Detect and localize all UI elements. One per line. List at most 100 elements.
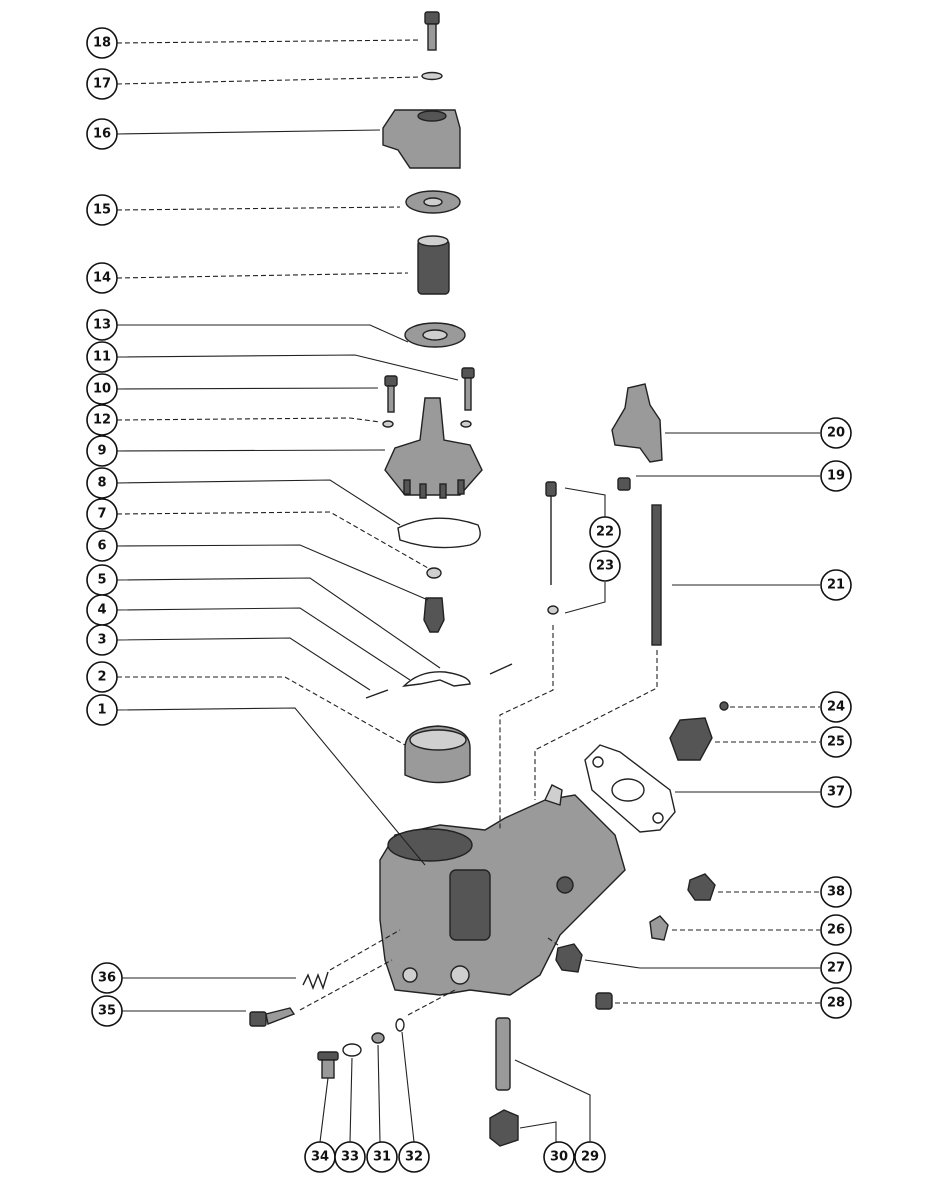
part-35-idle-screw: [249, 1007, 296, 1027]
svg-text:35: 35: [98, 1004, 116, 1019]
svg-text:36: 36: [98, 971, 116, 986]
callout-19: 19: [820, 460, 852, 492]
part-5-pin: [489, 663, 513, 675]
callout-38: 38: [820, 876, 852, 908]
svg-text:4: 4: [97, 603, 106, 618]
part-3-needle: [365, 689, 389, 699]
callout-4: 4: [86, 594, 118, 626]
svg-text:21: 21: [827, 578, 845, 593]
part-37-gasket: [584, 744, 676, 833]
part-7-washer: [426, 567, 442, 579]
svg-text:22: 22: [596, 525, 614, 540]
svg-text:37: 37: [827, 785, 845, 800]
svg-text:17: 17: [93, 77, 111, 92]
svg-text:2: 2: [97, 670, 106, 685]
part-19-screw: [617, 477, 631, 491]
part-28-plug: [595, 992, 613, 1010]
callout-5: 5: [86, 564, 118, 596]
svg-text:19: 19: [827, 469, 845, 484]
callout-29: 29: [574, 1141, 606, 1173]
svg-text:30: 30: [550, 1150, 568, 1165]
svg-text:38: 38: [827, 885, 845, 900]
callout-23: 23: [589, 550, 621, 582]
callout-12: 12: [86, 404, 118, 436]
callout-6: 6: [86, 530, 118, 562]
callout-25: 25: [820, 726, 852, 758]
svg-text:10: 10: [93, 382, 111, 397]
part-17-washer: [421, 71, 443, 81]
svg-text:7: 7: [97, 507, 106, 522]
part-15-gasket: [405, 190, 461, 214]
svg-text:32: 32: [405, 1150, 423, 1165]
part-38-nut: [687, 873, 716, 901]
part-13-gasket: [404, 322, 466, 348]
part-26-plug: [649, 915, 669, 941]
callout-24: 24: [820, 691, 852, 723]
part-31-jet: [371, 1032, 385, 1044]
svg-text:26: 26: [827, 923, 845, 938]
callout-13: 13: [86, 309, 118, 341]
callout-35: 35: [91, 995, 123, 1027]
callout-22: 22: [589, 516, 621, 548]
svg-text:24: 24: [827, 700, 845, 715]
svg-text:12: 12: [93, 413, 111, 428]
part-14-filter-screen: [417, 235, 450, 295]
callout-11: 11: [86, 341, 118, 373]
svg-text:14: 14: [93, 271, 111, 286]
callout-20: 20: [820, 417, 852, 449]
svg-text:20: 20: [827, 426, 845, 441]
part-25-diaphragm: [669, 717, 713, 761]
part-10-screw: [384, 375, 398, 413]
callout-8: 8: [86, 467, 118, 499]
part-22-23-jet-and-needle: [545, 481, 559, 615]
svg-text:34: 34: [311, 1150, 329, 1165]
part-34-plug: [317, 1051, 339, 1079]
svg-text:29: 29: [581, 1150, 599, 1165]
part-29-nozzle: [495, 1017, 511, 1091]
svg-text:33: 33: [341, 1150, 359, 1165]
callout-31: 31: [366, 1141, 398, 1173]
svg-text:28: 28: [827, 996, 845, 1011]
part-20-choke-housing: [611, 383, 663, 463]
part-12-lockwashers: [382, 420, 472, 428]
callout-27: 27: [820, 952, 852, 984]
callout-37: 37: [820, 776, 852, 808]
part-18-screw: [424, 11, 440, 51]
part-1-carburetor-body: [379, 784, 626, 996]
part-2-float: [404, 725, 471, 784]
callout-15: 15: [86, 194, 118, 226]
svg-text:13: 13: [93, 318, 111, 333]
svg-text:23: 23: [596, 559, 614, 574]
callout-1: 1: [86, 694, 118, 726]
callout-28: 28: [820, 987, 852, 1019]
svg-text:8: 8: [97, 476, 106, 491]
part-36-spring: [302, 971, 329, 991]
svg-text:15: 15: [93, 203, 111, 218]
callout-9: 9: [86, 435, 118, 467]
part-9-fuel-bowl-cover: [384, 397, 483, 499]
callout-26: 26: [820, 914, 852, 946]
svg-text:18: 18: [93, 36, 111, 51]
part-24-nut: [719, 701, 729, 711]
callout-32: 32: [398, 1141, 430, 1173]
callout-18: 18: [86, 27, 118, 59]
svg-text:9: 9: [97, 444, 106, 459]
svg-text:1: 1: [97, 703, 106, 718]
callout-30: 30: [543, 1141, 575, 1173]
part-8-gasket-ring: [397, 517, 481, 549]
part-30-plug: [489, 1109, 519, 1147]
part-11-screw: [461, 367, 475, 411]
part-27-fitting: [555, 943, 583, 973]
callout-10: 10: [86, 373, 118, 405]
leader-lines: [116, 39, 820, 1143]
part-33-gasket: [342, 1043, 362, 1057]
callout-2: 2: [86, 661, 118, 693]
svg-text:3: 3: [97, 633, 106, 648]
svg-text:5: 5: [97, 573, 106, 588]
svg-text:16: 16: [93, 127, 111, 142]
part-32-o-ring: [395, 1018, 405, 1032]
callout-14: 14: [86, 262, 118, 294]
callout-33: 33: [334, 1141, 366, 1173]
callout-3: 3: [86, 624, 118, 656]
